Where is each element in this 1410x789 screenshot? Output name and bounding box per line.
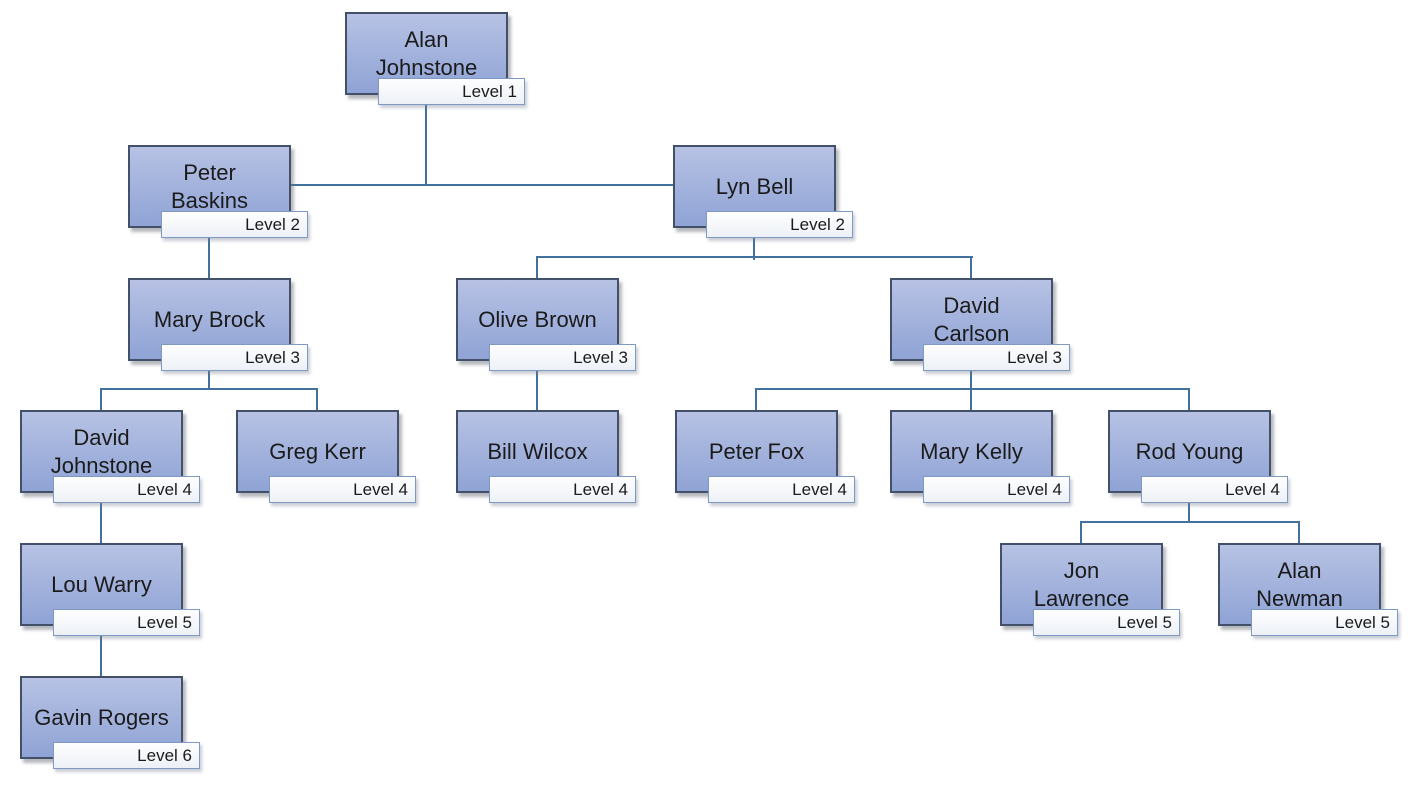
level-badge-label: Level 4 (792, 479, 847, 499)
org-node-peter-fox[interactable]: Peter Fox Level 4 (675, 410, 855, 503)
connector (970, 256, 972, 282)
connector (1080, 521, 1082, 549)
connector (425, 104, 427, 186)
level-badge[interactable]: Level 4 (708, 476, 855, 503)
person-name-line1: Alan (1277, 558, 1322, 583)
level-badge[interactable]: Level 4 (489, 476, 636, 503)
connector (208, 369, 210, 390)
person-name-line1: Peter Fox (708, 438, 805, 464)
connector (100, 502, 102, 547)
level-badge[interactable]: Level 4 (923, 476, 1070, 503)
level-badge-label: Level 6 (137, 745, 192, 765)
person-name-line1: David (943, 293, 1000, 318)
org-node-peter-baskins[interactable]: Peter Baskins Level 2 (128, 145, 308, 238)
level-badge-label: Level 3 (573, 347, 628, 367)
connector (970, 369, 972, 390)
person-name-line1: Mary Kelly (920, 438, 1023, 464)
level-badge[interactable]: Level 4 (269, 476, 416, 503)
level-badge[interactable]: Level 4 (1141, 476, 1288, 503)
org-node-jon-lawrence[interactable]: Jon Lawrence Level 5 (1000, 543, 1180, 636)
org-node-david-carlson[interactable]: David Carlson Level 3 (890, 278, 1070, 371)
connector (536, 256, 973, 258)
level-badge[interactable]: Level 4 (53, 476, 200, 503)
level-badge[interactable]: Level 6 (53, 742, 200, 769)
person-name-line1: David (73, 425, 130, 450)
person-name-line1: Greg Kerr (269, 438, 366, 464)
org-node-olive-brown[interactable]: Olive Brown Level 3 (456, 278, 636, 371)
connector (100, 388, 102, 416)
connector (753, 236, 755, 260)
connector (316, 388, 318, 416)
level-badge[interactable]: Level 5 (1033, 609, 1180, 636)
person-name-line1: Rod Young (1135, 438, 1244, 464)
connector (1188, 388, 1190, 416)
org-node-gavin-rogers[interactable]: Gavin Rogers Level 6 (20, 676, 200, 769)
level-badge[interactable]: Level 3 (489, 344, 636, 371)
connector (755, 388, 757, 416)
org-node-lou-warry[interactable]: Lou Warry Level 5 (20, 543, 200, 636)
level-badge-label: Level 5 (1117, 612, 1172, 632)
level-badge-label: Level 3 (1007, 347, 1062, 367)
org-node-mary-brock[interactable]: Mary Brock Level 3 (128, 278, 308, 371)
node-shape[interactable]: Olive Brown (456, 278, 619, 361)
person-name-line1: Lou Warry (51, 571, 152, 597)
level-badge-label: Level 4 (1225, 479, 1280, 499)
person-name-line1: Mary Brock (153, 306, 266, 332)
level-badge-label: Level 4 (1007, 479, 1062, 499)
connector (970, 388, 972, 416)
level-badge-label: Level 5 (1335, 612, 1390, 632)
person-name-line1: Gavin Rogers (34, 704, 169, 730)
level-badge-label: Level 4 (573, 479, 628, 499)
level-badge-label: Level 1 (462, 81, 517, 101)
connector (536, 369, 538, 416)
level-badge-label: Level 4 (137, 479, 192, 499)
connector (208, 236, 210, 282)
org-node-bill-wilcox[interactable]: Bill Wilcox Level 4 (456, 410, 636, 503)
connector (1298, 521, 1300, 549)
org-node-lyn-bell[interactable]: Lyn Bell Level 2 (673, 145, 853, 238)
level-badge[interactable]: Level 5 (1251, 609, 1398, 636)
org-node-greg-kerr[interactable]: Greg Kerr Level 4 (236, 410, 416, 503)
person-name-line1: Jon (1063, 558, 1100, 583)
node-shape[interactable]: Alan Newman (1218, 543, 1381, 626)
org-node-alan-newman[interactable]: Alan Newman Level 5 (1218, 543, 1398, 636)
level-badge-label: Level 2 (245, 214, 300, 234)
org-node-david-johnstone[interactable]: David Johnstone Level 4 (20, 410, 200, 503)
level-badge[interactable]: Level 2 (161, 211, 308, 238)
person-name-line1: Bill Wilcox (487, 438, 588, 464)
level-badge-label: Level 2 (790, 214, 845, 234)
person-name-line2: Baskins (170, 187, 249, 213)
person-name-line1: Olive Brown (478, 306, 597, 332)
level-badge-label: Level 5 (137, 612, 192, 632)
level-badge[interactable]: Level 3 (161, 344, 308, 371)
person-name-line1: Lyn Bell (715, 173, 794, 199)
connector (755, 388, 1190, 390)
connector (1188, 502, 1190, 523)
connector (100, 388, 318, 390)
org-node-mary-kelly[interactable]: Mary Kelly Level 4 (890, 410, 1070, 503)
level-badge-label: Level 3 (245, 347, 300, 367)
person-name-line2: Johnstone (50, 452, 153, 478)
level-badge-label: Level 4 (353, 479, 408, 499)
org-node-alan-johnstone[interactable]: Alan Johnstone Level 1 (345, 12, 525, 105)
person-name-line2: Newman (1256, 585, 1343, 611)
connector (289, 184, 675, 186)
person-name-line1: Alan (404, 27, 449, 52)
person-name-line2: Johnstone (375, 54, 478, 80)
person-name-line1: Peter (183, 160, 236, 185)
level-badge[interactable]: Level 5 (53, 609, 200, 636)
org-node-rod-young[interactable]: Rod Young Level 4 (1108, 410, 1288, 503)
connector (100, 635, 102, 680)
connector (1080, 521, 1300, 523)
level-badge[interactable]: Level 3 (923, 344, 1070, 371)
level-badge[interactable]: Level 1 (378, 78, 525, 105)
connector (536, 256, 538, 282)
person-name-line2: Lawrence (1033, 585, 1130, 611)
person-name-line2: Carlson (933, 320, 1010, 346)
level-badge[interactable]: Level 2 (706, 211, 853, 238)
